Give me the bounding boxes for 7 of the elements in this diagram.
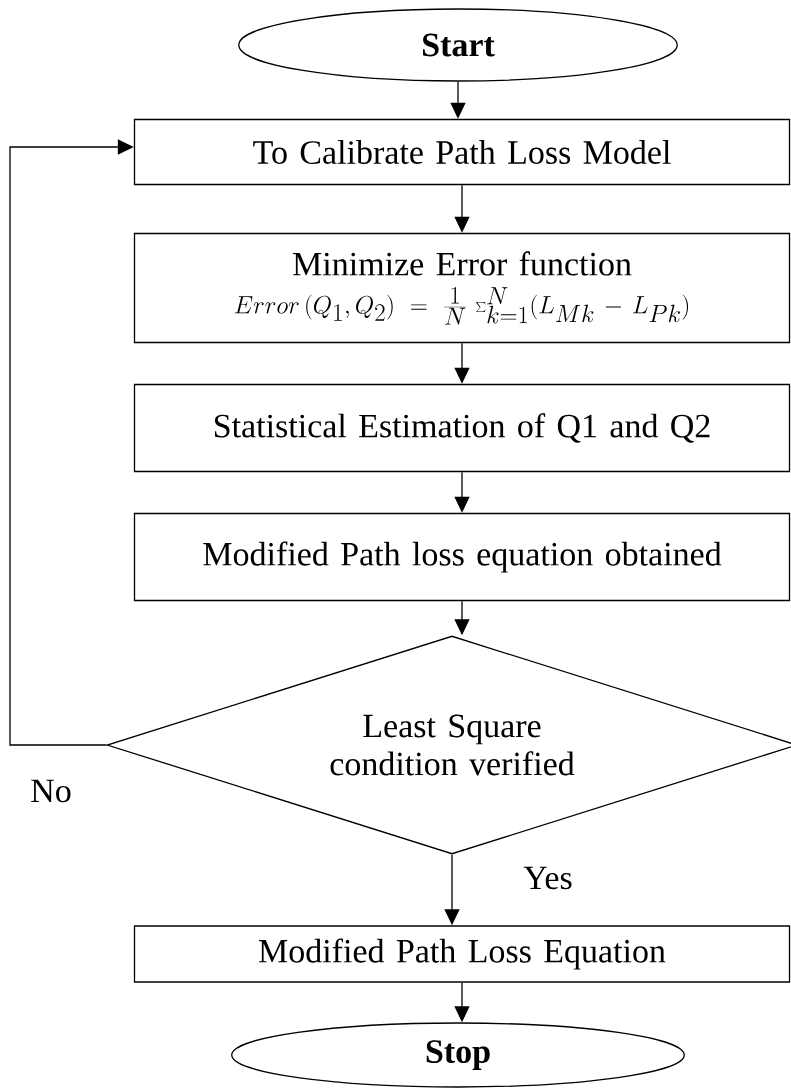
- edge-label: No: [29, 778, 73, 804]
- process-box: Statistical Estimation of Q1 and Q2: [133, 383, 791, 473]
- process-box: To Calibrate Path Loss Model: [133, 118, 791, 186]
- process-box: Modified Path loss equation obtained: [133, 512, 791, 602]
- edge-label: Yes: [522, 865, 574, 891]
- process-box: Modified Path Loss Equation: [133, 925, 791, 983]
- process-box: Minimize Error function $Error\,(Q_1,Q_2)=\frac{1}{N}\,\sum_{k=1}^{N}(L_{Mk}-L_{Pk})$: [133, 232, 791, 344]
